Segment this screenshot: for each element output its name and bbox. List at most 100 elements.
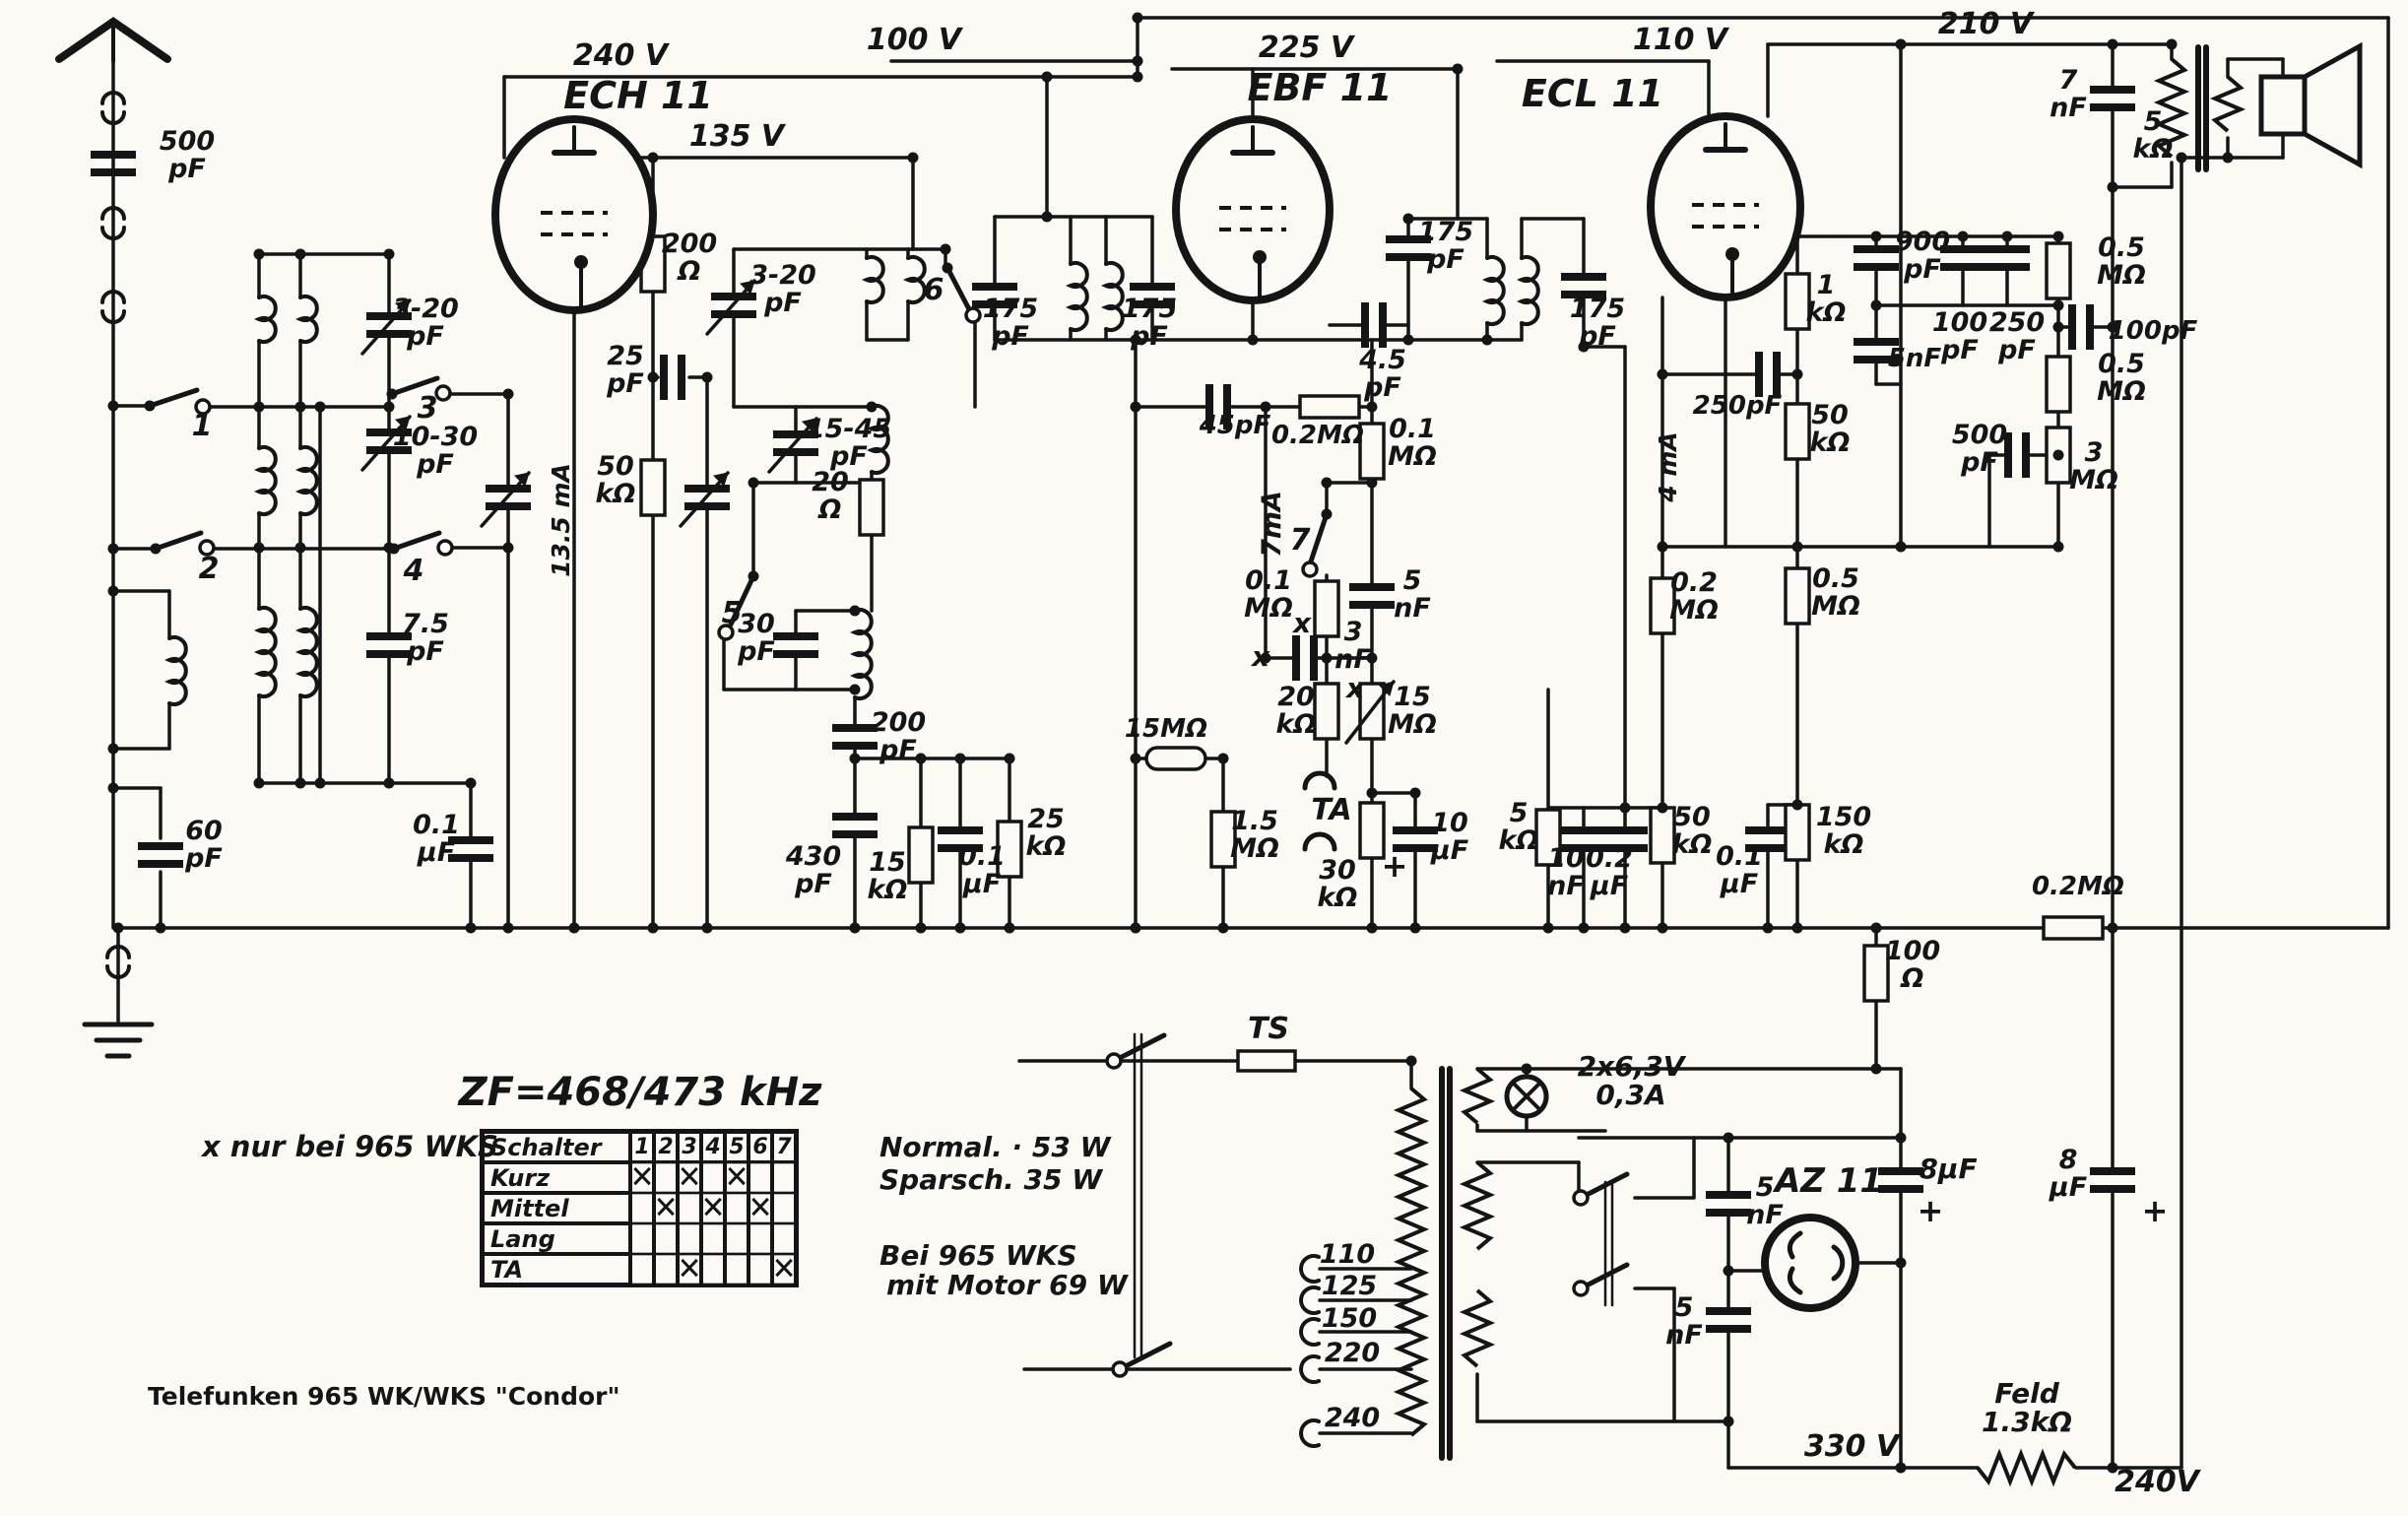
schematic-label: 240 V bbox=[573, 38, 671, 73]
schematic-label: 1 bbox=[192, 409, 213, 443]
winding bbox=[1459, 1067, 1496, 1125]
coil bbox=[1100, 261, 1125, 332]
tube-envelope bbox=[1761, 1214, 1859, 1312]
junction-dot bbox=[1004, 753, 1015, 764]
junction-dot bbox=[1366, 787, 1378, 799]
component-body bbox=[2086, 304, 2094, 350]
component-body bbox=[1534, 808, 1562, 867]
trimmer-arrow bbox=[394, 299, 411, 314]
table-mark-cell: ✕ bbox=[678, 1161, 701, 1194]
wire bbox=[1512, 1082, 1541, 1111]
schematic-label: 250pF bbox=[1693, 391, 1783, 421]
tap-socket bbox=[1299, 1354, 1321, 1384]
junction-dot bbox=[647, 922, 659, 934]
schematic-label: x bbox=[1291, 607, 1312, 639]
trimmer-arrow bbox=[739, 280, 755, 295]
component-body bbox=[2090, 1185, 2135, 1193]
junction-dot bbox=[1657, 368, 1668, 380]
component-body bbox=[1386, 253, 1431, 261]
wire bbox=[728, 573, 756, 627]
junction-dot bbox=[1402, 334, 1414, 346]
schematic-label: 5nF bbox=[1888, 344, 1942, 373]
coil bbox=[861, 255, 885, 304]
table-mark-cell: ✕ bbox=[701, 1192, 725, 1224]
coil bbox=[1481, 255, 1506, 326]
junction-dot bbox=[253, 542, 265, 554]
trimmer-arrow bbox=[712, 472, 729, 487]
table-mark-cell: ✕ bbox=[630, 1161, 654, 1194]
coil bbox=[253, 295, 278, 344]
junction-dot bbox=[112, 922, 124, 934]
schematic-label: 125 bbox=[1322, 1271, 1377, 1301]
component-body bbox=[1784, 566, 1811, 626]
component-body bbox=[1787, 1230, 1803, 1260]
schematic-label: 100pF bbox=[2109, 316, 2198, 346]
trimmer-arrow bbox=[394, 416, 411, 430]
schematic-label: + bbox=[1382, 847, 1408, 885]
component-body bbox=[1649, 576, 1676, 635]
coil bbox=[866, 404, 890, 475]
coil bbox=[163, 635, 188, 706]
component-body bbox=[2090, 86, 2135, 94]
component-body bbox=[2045, 355, 2072, 414]
junction-dot bbox=[849, 684, 861, 695]
schematic-label: 5 bbox=[722, 596, 743, 630]
junction-dot bbox=[1130, 401, 1141, 413]
component-body bbox=[1349, 583, 1395, 591]
junction-dot bbox=[1791, 799, 1803, 811]
table-mark-cell bbox=[654, 1253, 678, 1285]
component-body bbox=[100, 226, 126, 240]
schematic-label: x bbox=[1250, 640, 1270, 673]
junction-dot bbox=[294, 542, 306, 554]
junction-dot bbox=[107, 743, 119, 755]
schematic-label: EBF 11 bbox=[1248, 66, 1393, 109]
table-mark-cell bbox=[772, 1222, 796, 1255]
junction-dot bbox=[1723, 1265, 1734, 1277]
table-col-3: 3 bbox=[678, 1132, 701, 1162]
schematic-label: 150 bbox=[1322, 1303, 1377, 1334]
schematic-label: Bei 965 WKS bbox=[879, 1239, 1077, 1272]
component-body bbox=[100, 110, 126, 125]
junction-dot bbox=[748, 477, 759, 489]
table-mark-cell: ✕ bbox=[678, 1253, 701, 1285]
junction-dot bbox=[1957, 231, 1969, 242]
component-body bbox=[1379, 302, 1387, 348]
junction-dot bbox=[253, 777, 265, 789]
table-col-6: 6 bbox=[748, 1132, 772, 1162]
junction-dot bbox=[1321, 477, 1333, 489]
junction-dot bbox=[314, 401, 326, 413]
schematic-label: 0.2MΩ bbox=[1271, 421, 1364, 450]
junction-dot bbox=[568, 922, 580, 934]
component-body bbox=[660, 355, 668, 400]
switch-pivot bbox=[1301, 560, 1319, 578]
component-body bbox=[1561, 291, 1606, 298]
component-body bbox=[1393, 844, 1438, 852]
schematic-label: Sparsch. 35 W bbox=[879, 1163, 1103, 1196]
component-body bbox=[1393, 826, 1438, 834]
junction-dot bbox=[150, 543, 162, 555]
table-header-schalter: Schalter bbox=[483, 1132, 630, 1162]
junction-dot bbox=[502, 922, 514, 934]
junction-dot bbox=[915, 753, 927, 764]
tap-socket bbox=[1299, 1418, 1321, 1448]
component-body bbox=[1784, 402, 1811, 461]
component-body bbox=[100, 206, 126, 221]
switch-pivot bbox=[434, 384, 452, 402]
table-row-label: Kurz bbox=[483, 1162, 630, 1193]
component-body bbox=[711, 293, 756, 300]
component-body bbox=[1144, 746, 1207, 771]
junction-dot bbox=[1409, 922, 1421, 934]
junction-dot bbox=[1366, 401, 1378, 413]
component-body bbox=[1561, 844, 1606, 852]
